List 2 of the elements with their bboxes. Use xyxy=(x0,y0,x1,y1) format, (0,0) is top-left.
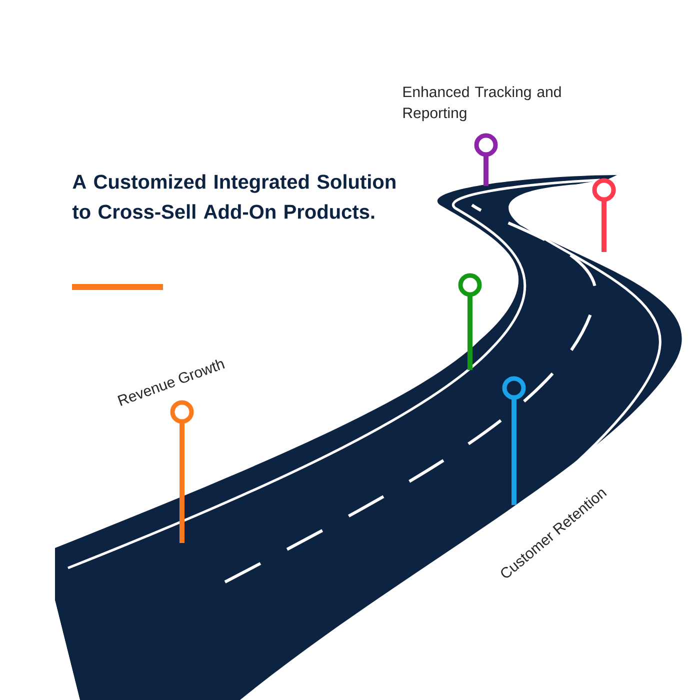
title: A Customized Integrated Solution to Cross-Sell Add-On Products. xyxy=(72,174,396,219)
milestone-label: Enhanced Tracking and Reporting xyxy=(403,86,561,122)
